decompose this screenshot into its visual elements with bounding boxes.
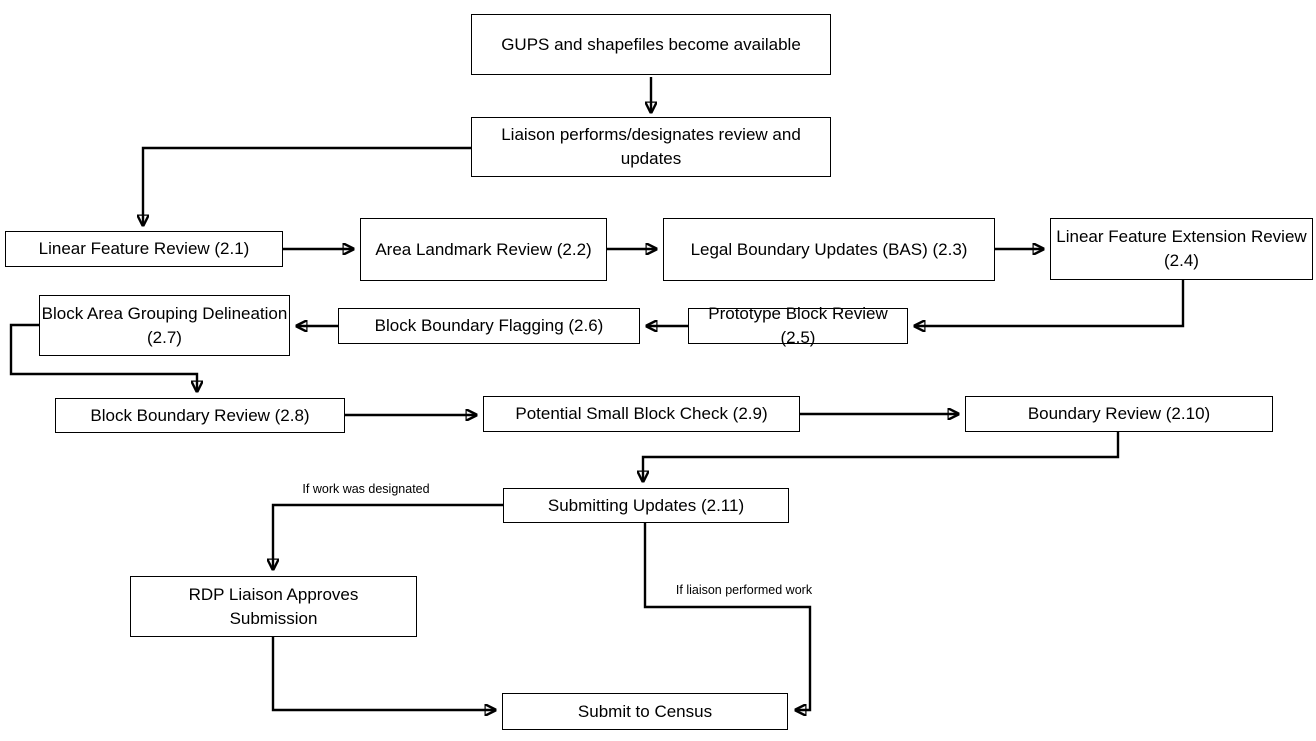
node-label: Submitting Updates (2.11)	[547, 495, 745, 515]
edge-liaison-to-linear-feature-review	[143, 146, 471, 225]
edge-label-if-liaison-performed-work: If liaison performed work	[675, 583, 813, 597]
node-area-landmark-review-2-2: Area Landmark Review (2.2)	[360, 218, 607, 281]
node-label: RDP Liaison Approves Submission	[188, 584, 359, 628]
node-liaison-performs-designates: Liaison performs/designates review and u…	[471, 117, 831, 177]
node-label: Liaison performs/designates review and u…	[501, 125, 801, 168]
node-label: Area Landmark Review (2.2)	[375, 239, 592, 259]
node-legal-boundary-updates-2-3: Legal Boundary Updates (BAS) (2.3)	[663, 218, 995, 281]
node-gups-shapefiles-available: GUPS and shapefiles become available	[471, 14, 831, 75]
node-label: Block Boundary Review (2.8)	[90, 405, 310, 425]
node-linear-feature-review-2-1: Linear Feature Review (2.1)	[5, 231, 283, 267]
node-block-boundary-review-2-8: Block Boundary Review (2.8)	[55, 398, 345, 433]
node-prototype-block-review-2-5: Prototype Block Review (2.5)	[688, 304, 908, 347]
edge-rdp-approves-to-submit-to-census	[271, 637, 495, 710]
edge-2-11-to-rdp-approves	[273, 503, 503, 569]
edge-label-if-work-was-designated: If work was designated	[302, 482, 430, 496]
node-label: Linear Feature Extension Review (2.4)	[1056, 227, 1307, 270]
node-linear-feature-extension-review-2-4: Linear Feature Extension Review (2.4)	[1050, 218, 1313, 280]
node-label: Prototype Block Review (2.5)	[708, 304, 888, 347]
node-boundary-review-2-10: Boundary Review (2.10)	[965, 396, 1273, 432]
edge-2-4-to-2-5	[915, 280, 1185, 326]
node-label: GUPS and shapefiles become available	[501, 34, 801, 54]
node-label: Block Boundary Flagging (2.6)	[374, 316, 604, 336]
node-label: Submit to Census	[577, 701, 713, 721]
node-submitting-updates-2-11: Submitting Updates (2.11)	[503, 488, 789, 523]
node-rdp-liaison-approves-submission: RDP Liaison Approves Submission	[130, 576, 417, 637]
node-label: Block Area Grouping Delineation (2.7)	[41, 303, 288, 347]
node-block-boundary-flagging-2-6: Block Boundary Flagging (2.6)	[338, 308, 640, 344]
edge-2-10-to-2-11	[643, 432, 1120, 481]
node-block-area-grouping-delineation-2-7: Block Area Grouping Delineation (2.7)	[39, 295, 290, 356]
node-label: Boundary Review (2.10)	[1027, 404, 1211, 424]
node-potential-small-block-check-2-9: Potential Small Block Check (2.9)	[483, 396, 800, 432]
edge-2-11-to-submit-to-census	[643, 523, 812, 710]
node-label: Linear Feature Review (2.1)	[38, 239, 250, 259]
node-label: Potential Small Block Check (2.9)	[515, 404, 768, 424]
node-submit-to-census: Submit to Census	[502, 693, 788, 730]
node-label: Legal Boundary Updates (BAS) (2.3)	[690, 239, 968, 259]
